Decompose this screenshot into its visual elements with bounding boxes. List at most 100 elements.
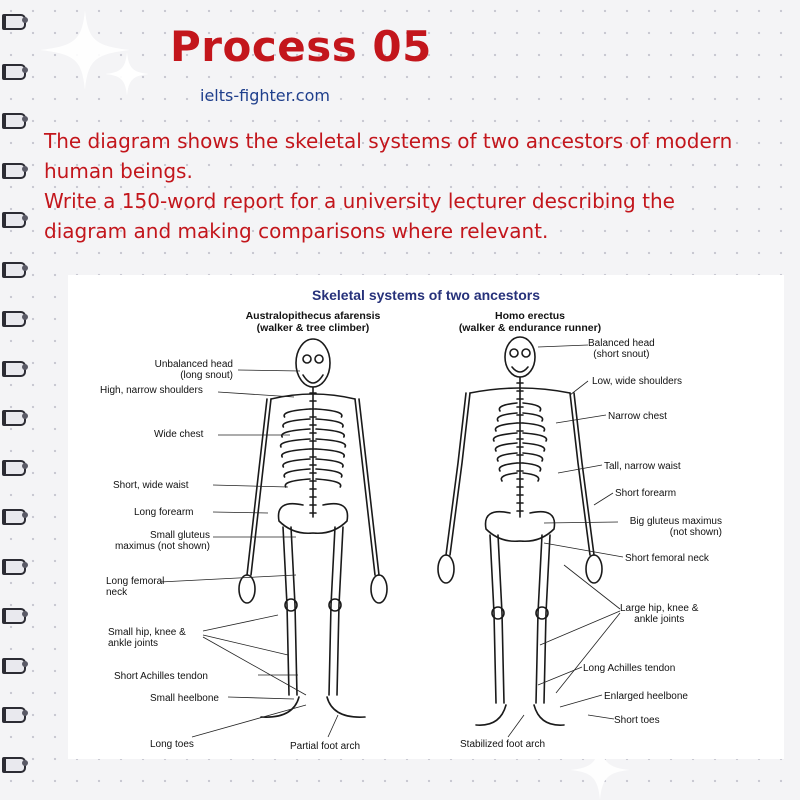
leader-line <box>593 492 614 506</box>
label-unbalanced-head: Unbalanced head (long snout) <box>155 359 233 381</box>
label-line: Small gluteus <box>149 530 210 541</box>
left-species-name: Australopithecus afarensis <box>245 310 381 322</box>
leader-line <box>537 666 583 686</box>
skeleton-diagram: Skeletal systems of two ancestors Austra… <box>68 275 784 759</box>
knee <box>535 606 549 620</box>
rib <box>522 402 542 412</box>
skeleton-drawing <box>159 336 624 738</box>
rib <box>315 418 344 428</box>
label-small-gluteus: Small gluteus maximus (not shown) <box>115 530 210 552</box>
rib <box>282 418 311 428</box>
arm-bone <box>358 398 380 576</box>
leader-line <box>159 574 297 583</box>
leader-line <box>543 521 619 524</box>
rib <box>494 422 518 432</box>
label-short-femoral-neck: Short femoral neck <box>625 553 709 564</box>
label-big-gluteus: Big gluteus maximus (not shown) <box>630 516 722 538</box>
binding-hole <box>22 363 28 370</box>
binding-hole <box>22 413 28 419</box>
hand <box>585 554 603 584</box>
rib <box>522 472 540 482</box>
australopithecus-skeleton <box>238 338 388 718</box>
rib <box>522 422 546 432</box>
leader-line <box>555 414 607 424</box>
label-partial-foot-arch: Partial foot arch <box>290 741 361 752</box>
arm-bone <box>573 392 595 556</box>
label-line: (short snout) <box>593 349 650 360</box>
label-large-joints: Large hip, knee & ankle joints <box>620 603 698 625</box>
rib <box>280 448 311 458</box>
leg-bone <box>535 534 543 704</box>
leg-bone <box>543 534 551 704</box>
arm-bone <box>445 392 467 556</box>
leg-bone <box>290 526 298 696</box>
eye-socket <box>314 354 324 364</box>
hand <box>437 554 455 584</box>
leader-line <box>537 344 589 348</box>
leader-line <box>569 380 589 396</box>
label-line: Long femoral <box>106 576 165 587</box>
sparkle-icon <box>40 10 130 90</box>
leader-line <box>587 714 615 720</box>
label-long-forearm: Long forearm <box>134 507 194 518</box>
leg-bone <box>336 526 344 696</box>
hand <box>370 574 388 604</box>
leader-line <box>237 369 301 372</box>
label-line: Unbalanced head <box>154 359 233 370</box>
homo-erectus-skeleton <box>437 336 603 726</box>
label-enlarged-heelbone: Enlarged heelbone <box>604 691 688 702</box>
rib <box>496 412 518 422</box>
rib <box>282 458 311 468</box>
arm-bone <box>569 392 591 556</box>
binding-hole <box>22 710 28 716</box>
rib <box>315 458 344 468</box>
label-balanced-head: Balanced head (short snout) <box>588 338 655 360</box>
leader-line <box>507 714 525 738</box>
leg-bone <box>497 534 505 704</box>
rib <box>284 478 311 488</box>
label-long-toes: Long toes <box>150 739 194 750</box>
foot <box>260 696 300 718</box>
rib <box>522 442 546 452</box>
binding-hole <box>22 314 28 320</box>
eye-socket <box>302 354 312 364</box>
leader-line <box>217 391 295 398</box>
label-short-achilles: Short Achilles tendon <box>114 671 208 682</box>
leg-bone <box>282 526 290 696</box>
rib <box>315 438 347 448</box>
right-species-name: Homo erectus <box>494 310 566 322</box>
rib <box>283 408 311 418</box>
rib <box>315 428 346 438</box>
binding-hole <box>22 660 28 667</box>
rib <box>498 402 518 412</box>
binding-hole <box>22 165 28 172</box>
label-narrow-chest: Narrow chest <box>608 411 667 422</box>
right-species-heading: Homo erectus (walker & endurance runner) <box>425 310 635 334</box>
eye-socket <box>509 348 519 358</box>
label-stabilized-foot-arch: Stabilized foot arch <box>460 739 546 750</box>
label-short-wide-waist: Short, wide waist <box>113 480 189 491</box>
binding-hole <box>22 66 28 73</box>
knee <box>491 606 505 620</box>
binding-hole <box>22 759 28 766</box>
label-long-femoral-neck: Long femoral neck <box>106 576 164 598</box>
diagram-title: Skeletal systems of two ancestors <box>312 287 540 303</box>
leader-line <box>539 610 621 646</box>
label-line: neck <box>106 587 128 598</box>
arm-bone <box>250 398 272 576</box>
jaw <box>511 366 529 373</box>
binding-hole <box>22 561 28 568</box>
rib <box>522 432 548 442</box>
binding-hole <box>22 17 28 23</box>
rib <box>494 442 518 452</box>
arm-bone <box>449 392 471 556</box>
label-wide-chest: Wide chest <box>154 429 204 440</box>
rib <box>280 428 311 438</box>
skull <box>295 338 331 388</box>
binding-hole <box>22 264 28 271</box>
task-line-1: The diagram shows the skeletal systems o… <box>44 129 733 183</box>
binding-hole <box>22 462 28 469</box>
label-low-wide-shoulders: Low, wide shoulders <box>592 376 683 387</box>
rib <box>279 438 311 448</box>
rib <box>522 412 544 422</box>
